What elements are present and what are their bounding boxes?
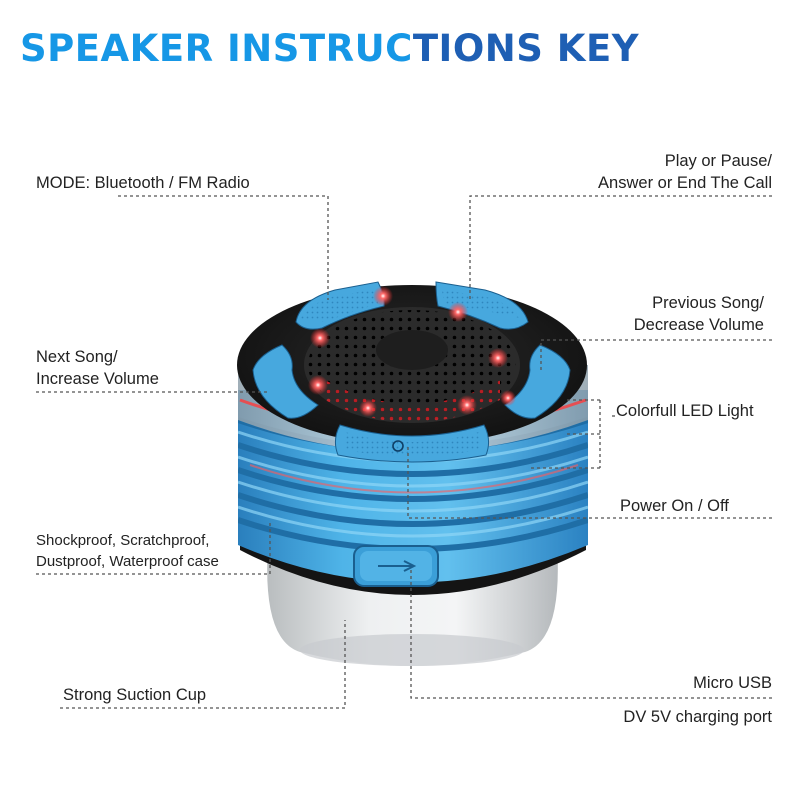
label-suction: Strong Suction Cup — [63, 686, 207, 704]
leader-prev — [540, 339, 772, 372]
label-case-line2: Dustproof, Waterproof case — [36, 553, 219, 570]
label-mode: MODE: Bluetooth / FM Radio — [36, 174, 250, 192]
label-play-line2: Answer or End The Call — [598, 174, 772, 192]
label-next-song: Next Song/ Increase Volume — [36, 346, 159, 390]
label-charging: DV 5V charging port — [623, 708, 772, 726]
label-next-line1: Next Song/ — [36, 348, 118, 366]
leader-power — [407, 446, 772, 519]
leader-mode — [118, 195, 329, 300]
label-prev-line1: Previous Song/ — [652, 294, 764, 312]
led-lights — [308, 286, 516, 417]
label-case-line1: Shockproof, Scratchproof, — [36, 532, 210, 549]
label-previous-song: Previous Song/ Decrease Volume — [634, 292, 764, 336]
title-part-dark: TIONS KEY — [412, 27, 640, 70]
previous-song-button[interactable] — [504, 344, 571, 419]
micro-usb-cover[interactable] — [353, 545, 439, 587]
page-title: SPEAKER INSTRUCTIONS KEY — [20, 30, 639, 67]
label-led: Colorfull LED Light — [616, 402, 754, 420]
leader-usb — [410, 570, 772, 699]
leader-suction — [60, 620, 346, 709]
title-part-light: SPEAKER INSTRUC — [20, 27, 413, 70]
leader-led — [530, 399, 601, 469]
label-play-line1: Play or Pause/ — [664, 152, 772, 170]
button-pads — [252, 281, 571, 463]
next-song-button[interactable] — [252, 344, 319, 419]
leader-case — [36, 520, 271, 575]
leader-lines — [36, 195, 772, 709]
label-micro-usb: Micro USB — [693, 674, 772, 692]
leader-play — [469, 195, 772, 300]
label-next-line2: Increase Volume — [36, 370, 159, 388]
label-play-pause: Play or Pause/ Answer or End The Call — [598, 150, 772, 194]
power-icon — [392, 440, 404, 452]
label-power: Power On / Off — [620, 497, 729, 515]
label-case: Shockproof, Scratchproof, Dustproof, Wat… — [36, 530, 219, 572]
speaker-grill — [304, 307, 520, 423]
label-prev-line2: Decrease Volume — [633, 316, 764, 334]
